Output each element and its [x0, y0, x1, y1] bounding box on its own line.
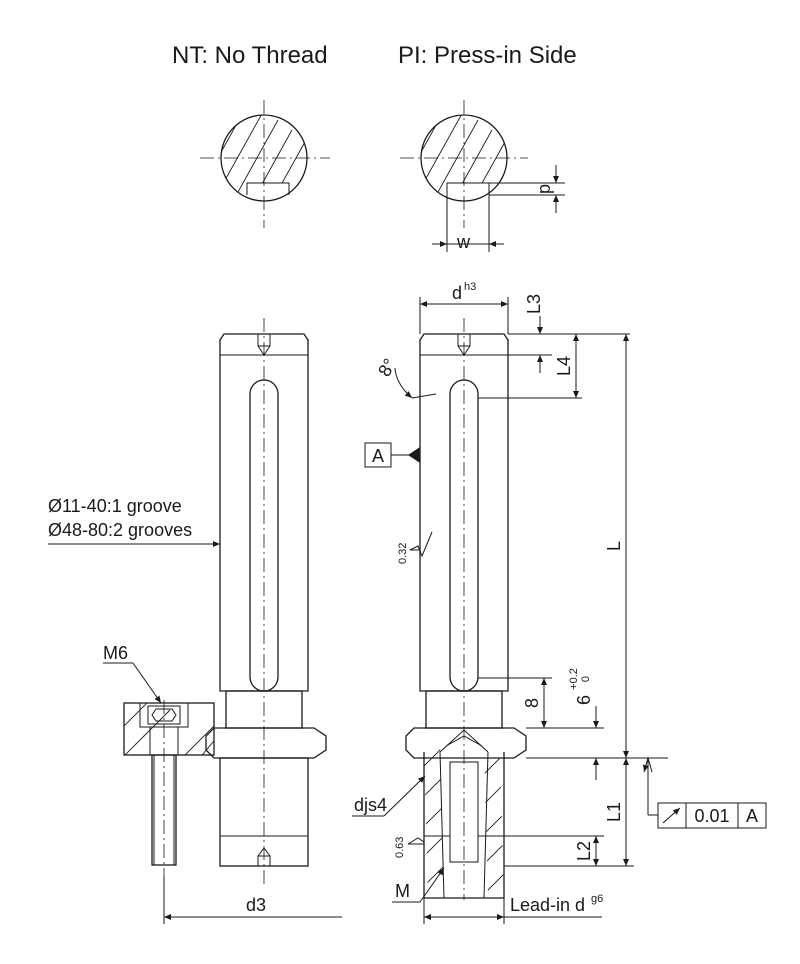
dim-l3-label: L3 — [524, 294, 544, 314]
dim-djs4-label: djs4 — [354, 795, 387, 815]
roughness-symbol-icon — [407, 837, 425, 845]
dim-m-label: M — [395, 881, 410, 901]
dim-d-label: d — [452, 283, 462, 303]
section-view-press-in: w p — [400, 100, 565, 252]
dim-d3-label: d3 — [246, 895, 266, 915]
dim-l2-label: L2 — [574, 841, 594, 861]
dim-d-tolerance: h3 — [464, 281, 476, 293]
dim-p-label: p — [534, 184, 554, 194]
dim-six-lower: 0 — [580, 676, 592, 682]
dim-lead-in-label: Lead-in d — [510, 895, 585, 915]
datum-a-label: A — [372, 446, 384, 466]
section-view-no-thread — [200, 100, 330, 228]
dim-l4-label: L4 — [554, 356, 574, 376]
pin-front-view-left — [205, 318, 327, 884]
datum-triangle-icon — [408, 447, 420, 463]
dim-l1-label: L1 — [604, 802, 624, 822]
legend-no-thread: NT: No Thread — [172, 42, 328, 69]
dim-six-upper: +0.2 — [568, 668, 580, 690]
dim-w-label: w — [456, 232, 471, 252]
pin-front-view-right — [405, 318, 527, 900]
groove-note-line2: Ø48-80:2 grooves — [48, 520, 192, 540]
roughness-r1-label: 0.32 — [397, 543, 409, 564]
legend-press-in: PI: Press-in Side — [398, 42, 577, 69]
tolerance-value: 0.01 — [694, 806, 729, 826]
clamp-block-m6: M6 — [103, 643, 215, 900]
label-m6: M6 — [103, 643, 128, 663]
roughness-r2-label: 0.63 — [394, 837, 406, 858]
dim-six-label: 6 — [574, 695, 594, 705]
dim-l-label: L — [604, 541, 624, 551]
runout-arrow-icon — [662, 807, 681, 824]
roughness-symbol-icon — [409, 531, 433, 558]
dim-eight-label: 8 — [522, 698, 542, 708]
groove-note-line1: Ø11-40:1 groove — [48, 496, 182, 516]
tolerance-datum: A — [746, 806, 758, 826]
dim-lead-in-tolerance: g6 — [591, 893, 603, 905]
tolerance-frame: 0.01 A — [643, 756, 767, 829]
